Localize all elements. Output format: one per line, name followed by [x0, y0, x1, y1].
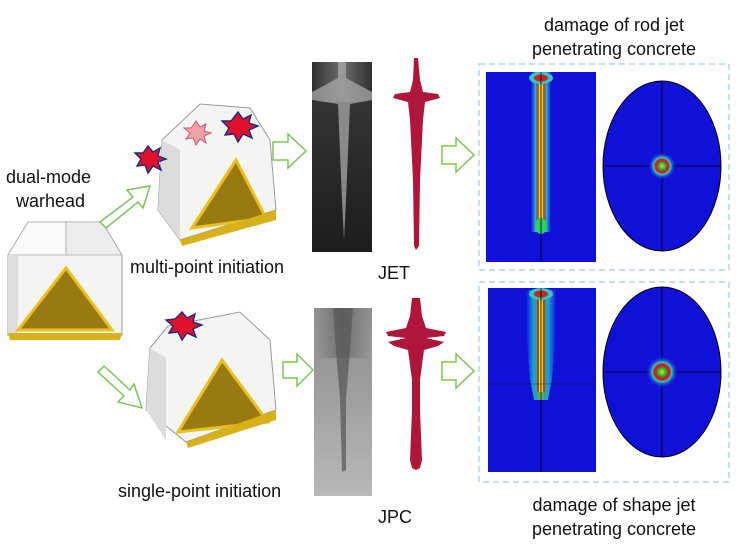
jpc-profile-shape: [386, 298, 446, 470]
arrow-to-multi-point: [98, 185, 152, 230]
rod-jet-concrete-section: [486, 72, 596, 262]
single-point-warhead-model: [145, 311, 277, 448]
shape-jet-concrete-section: [488, 288, 596, 472]
rod-jet-damage-title-line1: damage of rod jet: [543, 15, 685, 35]
rod-jet-damage-panel: [478, 63, 730, 271]
shape-jet-damage-title-line1: damage of shape jet: [532, 495, 696, 515]
multi-point-warhead-model: [157, 103, 277, 246]
shape-jet-cross-section: [602, 286, 722, 458]
jet-radiograph: [312, 62, 372, 252]
detonation-point-right: [220, 110, 260, 144]
jet-profile-shape: [393, 58, 440, 250]
arrow-to-shape-jet-damage: [441, 352, 476, 390]
jpc-radiograph: [314, 308, 372, 496]
jpc-label: JPC: [378, 507, 413, 527]
detonation-point-center: [182, 120, 213, 147]
dual-mode-warhead-model: [7, 221, 123, 340]
warhead-label-line2: warhead: [16, 191, 86, 211]
multi-point-label: multi-point initiation: [130, 257, 285, 277]
detonation-point-left: [133, 144, 168, 175]
arrow-to-jpc-radiograph: [282, 352, 315, 388]
jet-label: JET: [378, 263, 411, 283]
shape-jet-damage-panel: [478, 281, 730, 483]
arrow-to-jet-radiograph: [272, 132, 308, 170]
arrow-to-single-point: [96, 364, 144, 410]
rod-jet-cross-section: [602, 80, 722, 252]
detonation-point-single: [164, 310, 204, 342]
single-point-label: single-point initiation: [118, 481, 282, 501]
shape-jet-damage-title-line2: penetrating concrete: [531, 519, 697, 539]
rod-jet-damage-title-line2: penetrating concrete: [531, 39, 697, 59]
warhead-label-line1: dual-mode: [6, 167, 92, 187]
arrow-to-rod-jet-damage: [441, 136, 476, 174]
